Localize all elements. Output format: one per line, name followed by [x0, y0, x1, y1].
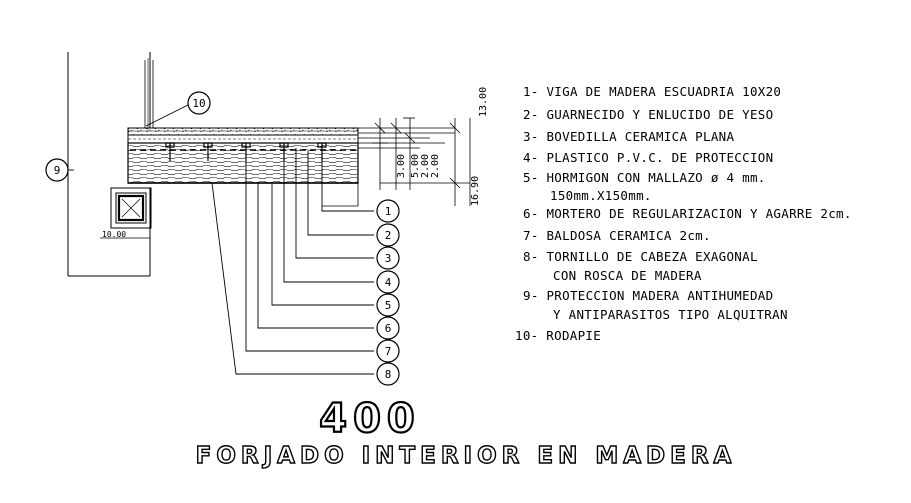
dim-13: 13.00 — [478, 87, 489, 117]
dim-2b: 2.00 — [430, 154, 441, 178]
bubble-6: 6 — [376, 316, 400, 340]
bubble-2-label: 2 — [385, 229, 392, 242]
layer-dimension-lines — [358, 117, 471, 206]
legend-item-6: 6- MORTERO DE REGULARIZACION Y AGARRE 2c… — [523, 206, 852, 221]
legend-item-9: 9- PROTECCION MADERA ANTIHUMEDAD — [523, 288, 773, 303]
bubble-7-label: 7 — [385, 345, 392, 358]
bubble-1-label: 1 — [385, 205, 392, 218]
bubble-8-label: 8 — [385, 368, 392, 381]
legend-item-2: 2- GUARNECIDO Y ENLUCIDO DE YESO — [523, 107, 773, 122]
bubble-10-label: 10 — [192, 97, 205, 110]
bubble-2: 2 — [376, 223, 400, 247]
bubble-7: 7 — [376, 339, 400, 363]
bubble-5-label: 5 — [385, 299, 392, 312]
dim-2a: 2.00 — [420, 154, 431, 178]
bubble-1: 1 — [376, 199, 400, 223]
legend-item-5-cont: 150mm.X150mm. — [550, 188, 652, 203]
dim-10: 10.00 — [102, 230, 126, 239]
bubble-8: 8 — [376, 362, 400, 386]
legend-item-8-cont: CON ROSCA DE MADERA — [553, 268, 702, 283]
leader-lines — [68, 103, 374, 375]
bubble-9-label: 9 — [54, 164, 61, 177]
wall-section — [67, 52, 154, 277]
drawing-number: 400 — [319, 396, 421, 442]
bubble-4-label: 4 — [385, 276, 392, 289]
legend-item-1: 1- VIGA DE MADERA ESCUADRIA 10X20 — [523, 84, 781, 99]
bubble-9: 9 — [45, 158, 69, 182]
dim-3: 3.00 — [396, 154, 407, 178]
floor-slab-layers — [127, 127, 359, 207]
legend-item-8: 8- TORNILLO DE CABEZA EXAGONAL — [523, 249, 758, 264]
legend-item-5: 5- HORMIGON CON MALLAZO ø 4 mm. — [523, 170, 766, 185]
legend-item-9-cont: Y ANTIPARASITOS TIPO ALQUITRAN — [553, 307, 788, 322]
dim-16-9: 16.90 — [470, 176, 481, 206]
bubble-5: 5 — [376, 293, 400, 317]
bubble-10: 10 — [187, 91, 211, 115]
legend-item-10: 10- RODAPIE — [515, 328, 601, 343]
bubble-3: 3 — [376, 246, 400, 270]
legend: 1- VIGA DE MADERA ESCUADRIA 10X20 2- GUA… — [515, 84, 852, 343]
bubble-4: 4 — [376, 270, 400, 294]
bubble-3-label: 3 — [385, 252, 392, 265]
legend-item-4: 4- PLASTICO P.V.C. DE PROTECCION — [523, 150, 773, 165]
wall-beam-detail — [100, 187, 152, 239]
drawing-title: FORJADO INTERIOR EN MADERA — [196, 443, 737, 469]
bubble-6-label: 6 — [385, 322, 392, 335]
dim-5: 5.00 — [410, 154, 421, 178]
legend-item-7: 7- BALDOSA CERAMICA 2cm. — [523, 228, 711, 243]
legend-item-3: 3- BOVEDILLA CERAMICA PLANA — [523, 129, 734, 144]
